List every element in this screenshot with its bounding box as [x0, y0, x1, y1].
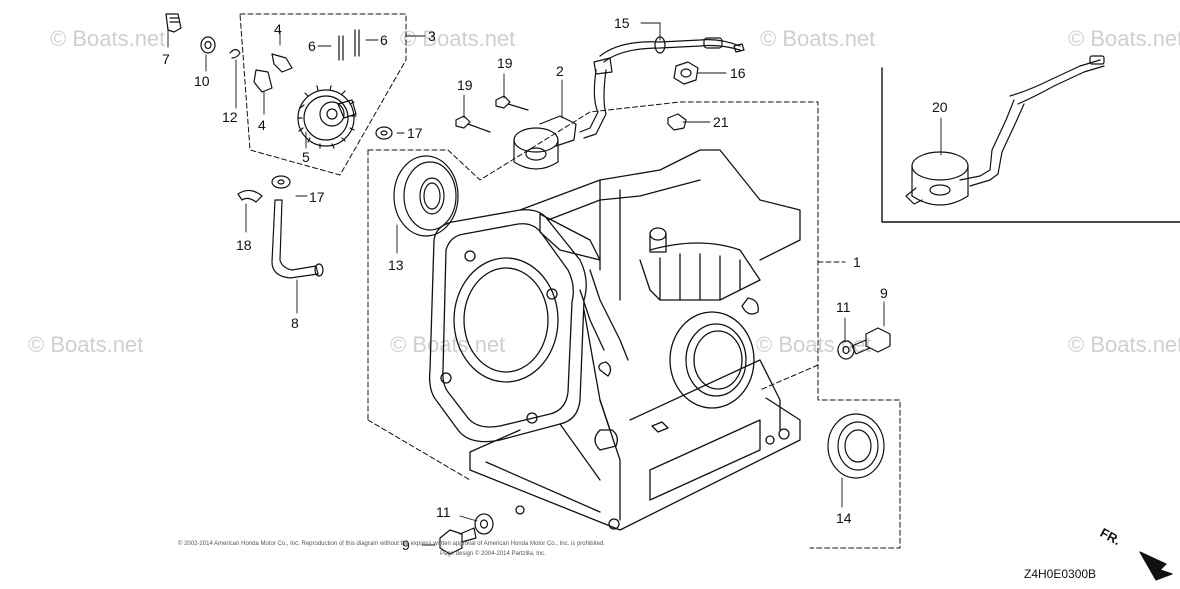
part-label-20: 20	[932, 99, 948, 115]
part-label-15: 15	[614, 15, 630, 31]
part-label-11: 11	[436, 504, 451, 520]
part-16-nut	[673, 61, 699, 85]
watermark: © Boats.net	[28, 332, 144, 357]
part-19-bolts	[455, 95, 529, 133]
part-12-clip	[229, 48, 241, 59]
part-17-washers	[271, 126, 393, 189]
part-label-8: 8	[291, 315, 299, 331]
part-18-clamp	[237, 189, 263, 203]
watermark: © Boats.net	[760, 26, 876, 51]
watermark: © Boats.net	[1068, 26, 1180, 51]
part-2-switch	[513, 57, 613, 170]
part-label-17: 17	[407, 125, 423, 141]
part-14-seal	[827, 413, 885, 479]
part-8-tube	[271, 199, 324, 279]
part-1-crankcase	[428, 149, 801, 531]
part-label-4: 4	[258, 117, 266, 133]
part-6-pins	[338, 29, 360, 61]
part-label-16: 16	[730, 65, 746, 81]
watermark: © Boats.net	[1068, 332, 1180, 357]
part-label-11: 11	[836, 299, 851, 315]
part-21-nut	[667, 113, 687, 131]
part-label-9: 9	[402, 537, 410, 553]
part-label-9: 9	[880, 285, 888, 301]
page-design-notice: Page design © 2004-2014 Partzilla, Inc.	[440, 551, 546, 557]
part-label-6: 6	[308, 38, 316, 54]
part-label-12: 12	[222, 109, 238, 125]
watermark: © Boats.net	[400, 26, 516, 51]
part-label-19: 19	[497, 55, 513, 71]
part-7-plug	[165, 13, 182, 33]
part-label-7: 7	[162, 51, 170, 67]
part-15-lead	[599, 36, 745, 63]
part-13-bearing	[393, 155, 459, 237]
part-label-5: 5	[302, 149, 310, 165]
part-label-4: 4	[274, 21, 282, 37]
part-10-washer	[200, 36, 216, 54]
part-label-19: 19	[457, 77, 473, 93]
part-label-18: 18	[236, 237, 252, 253]
part-4-5-governor	[253, 53, 357, 149]
part-label-3: 3	[428, 28, 436, 44]
part-label-14: 14	[836, 510, 852, 526]
watermark: © Boats.net	[50, 26, 166, 51]
group-outlines	[239, 13, 901, 549]
part-label-17: 17	[309, 189, 325, 205]
part-label-13: 13	[388, 257, 404, 273]
part-label-2: 2	[556, 63, 564, 79]
part-20-switch	[905, 55, 1105, 206]
diagram-code: Z4H0E0300B	[1024, 567, 1097, 581]
part-11-9-bottom	[439, 513, 494, 555]
part-11-9-right	[837, 327, 891, 360]
front-arrow-icon	[1139, 551, 1173, 581]
part-label-1: 1	[853, 254, 861, 270]
watermark: © Boats.net	[390, 332, 506, 357]
part-label-21: 21	[713, 114, 729, 130]
part-label-10: 10	[194, 73, 210, 89]
part-label-6: 6	[380, 32, 388, 48]
leader-lines	[167, 22, 942, 546]
copyright-notice: © 2002-2014 American Honda Motor Co., In…	[178, 541, 605, 547]
